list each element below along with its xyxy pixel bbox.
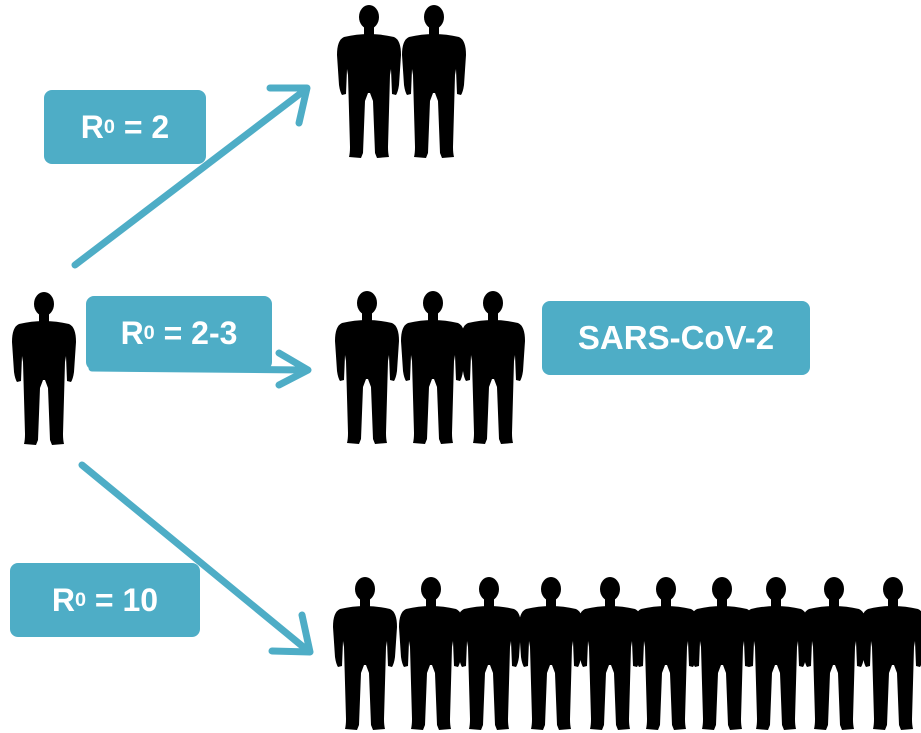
r10-person-icon (690, 577, 754, 730)
r10-person-icon (578, 577, 642, 730)
r23-person-icon (335, 291, 399, 444)
sars-cov-2-label: SARS-CoV-2 (577, 319, 775, 356)
r0-2-3-label-suffix: = 2-3 (154, 314, 238, 351)
r23-person-icon (461, 291, 525, 444)
r0-10-label-suffix: = 10 (86, 581, 159, 618)
r10-person-icon (744, 577, 808, 730)
r0-2-3-label-prefix: R (120, 314, 144, 351)
r23-person-icon (401, 291, 465, 444)
r10-person-icon (802, 577, 866, 730)
r10-person-icon (399, 577, 463, 730)
arrow-to-r10-group (78, 461, 314, 656)
arrow-to-r2-group (71, 84, 311, 269)
source-person-icon (12, 292, 76, 445)
r10-person-icon (519, 577, 583, 730)
r2-person-icon (402, 5, 466, 158)
r0-10-label-prefix: R (51, 581, 75, 618)
r2-person-icon (337, 5, 401, 158)
r10-person-icon (457, 577, 521, 730)
r0-2-label-suffix: = 2 (114, 108, 170, 145)
sars-cov-2-label-box: SARS-CoV-2 (542, 301, 810, 375)
r10-person-icon (333, 577, 397, 730)
r0-2-label-prefix: R (80, 108, 104, 145)
r10-person-icon (861, 577, 921, 730)
r10-person-icon (634, 577, 698, 730)
